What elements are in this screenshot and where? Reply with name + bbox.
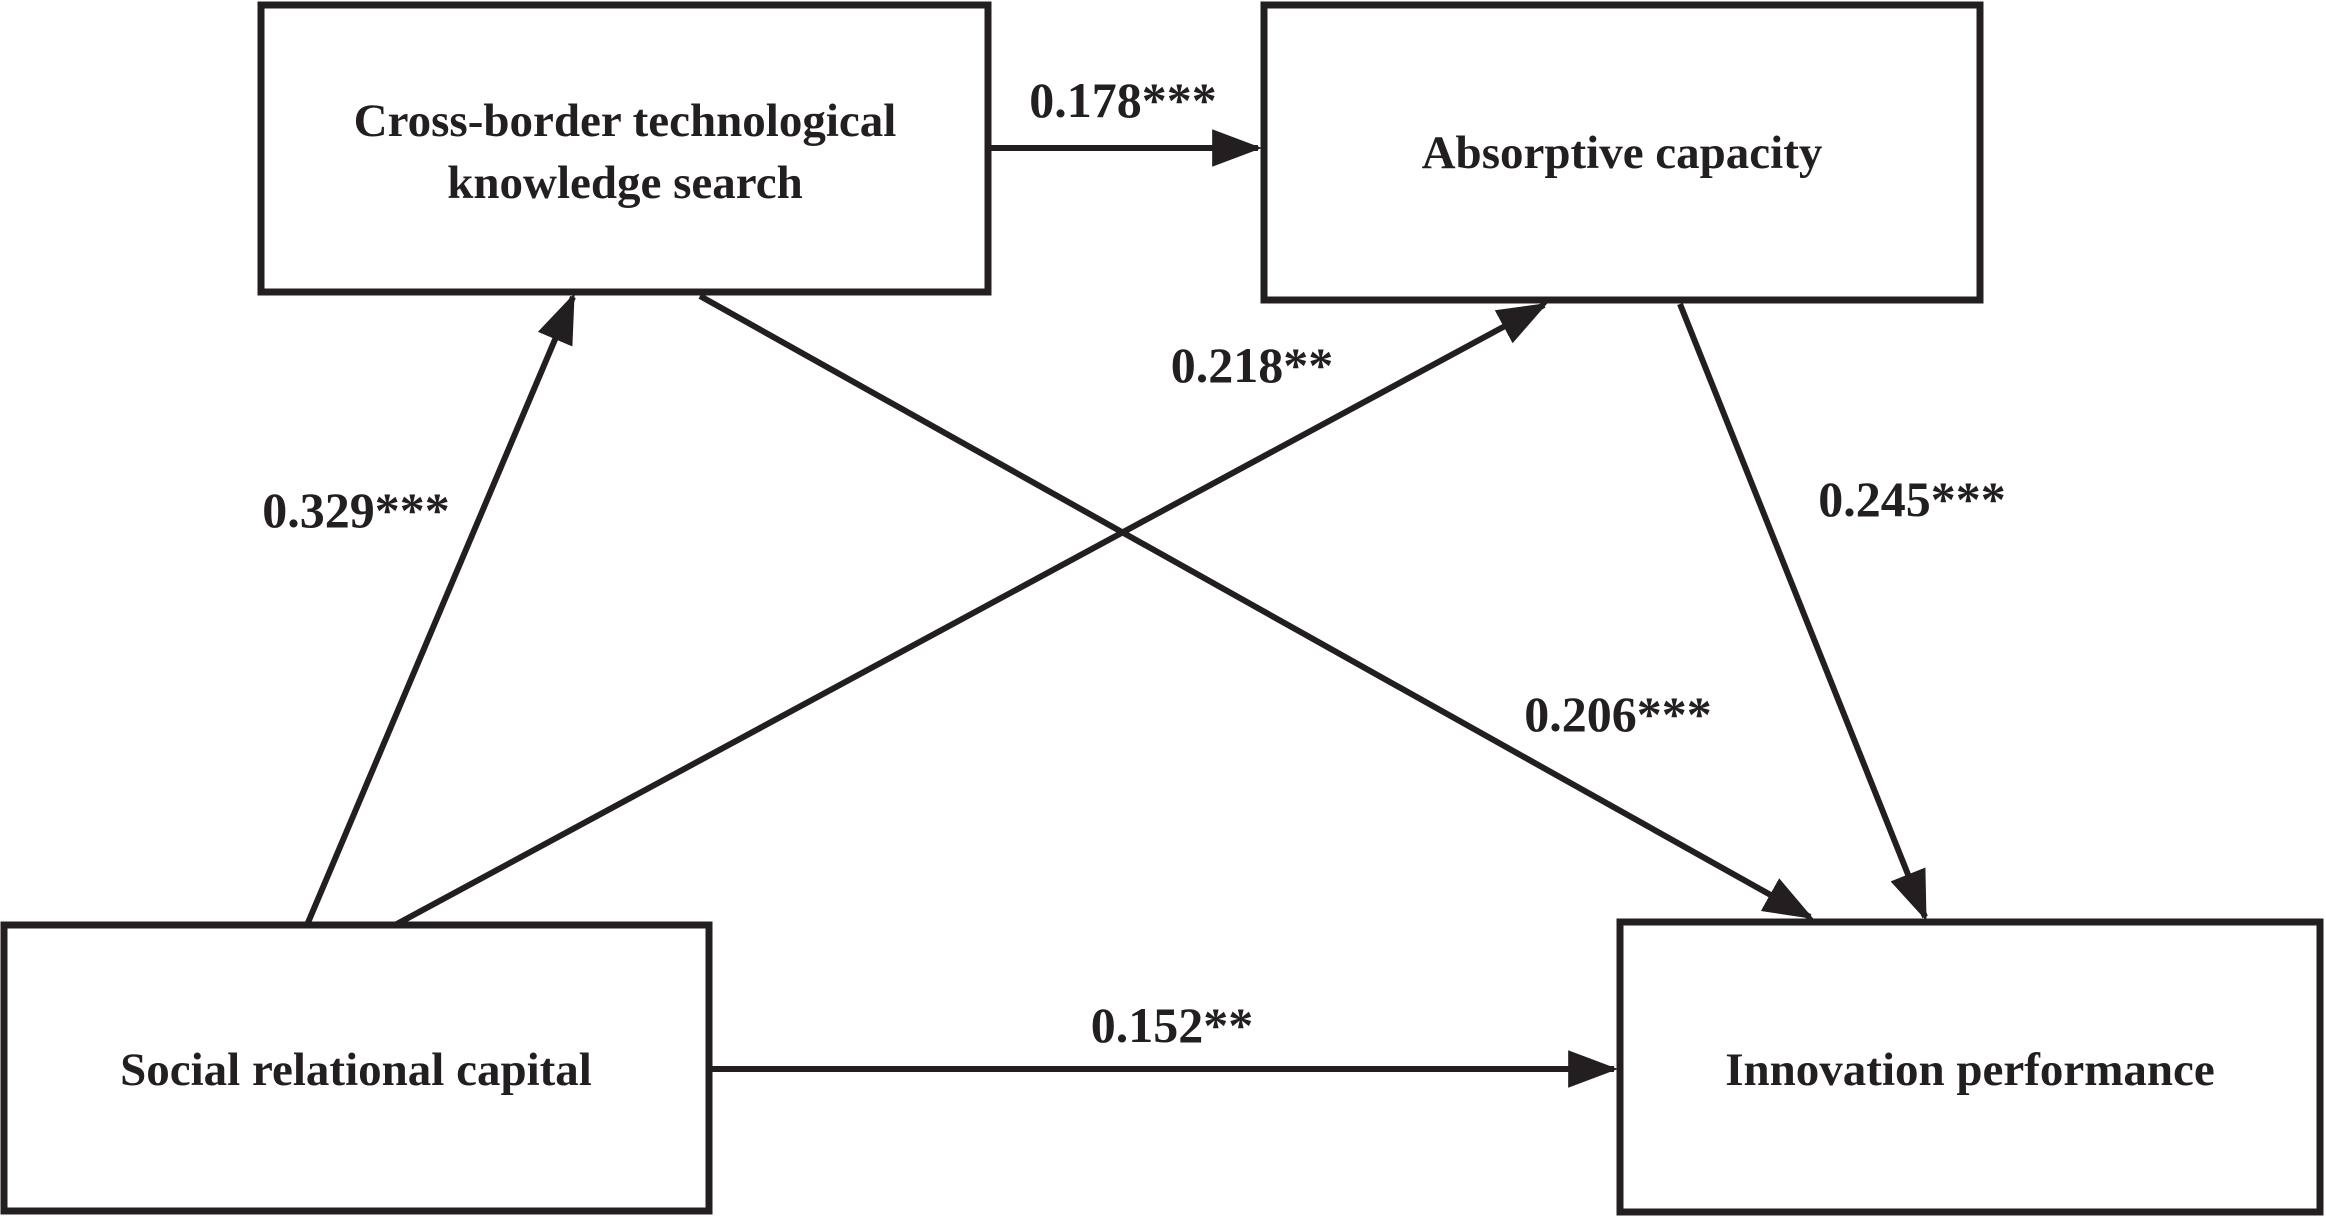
node-cross-border-knowledge-search-label-line2: knowledge search xyxy=(447,157,803,209)
node-social-relational-capital-box xyxy=(0,921,713,1215)
coef-label-src-ip: 0.152** xyxy=(1091,997,1254,1053)
node-cross-border-knowledge-search-box xyxy=(257,1,992,296)
edge-src-to-ctks-arrow xyxy=(304,293,576,927)
edge-ac-to-ip-arrow xyxy=(1677,302,1928,921)
coef-label-src-ac: 0.218** xyxy=(1171,337,1334,393)
node-innovation-performance-box xyxy=(1616,918,2324,1216)
edge-src-to-ac-arrow xyxy=(393,302,1548,928)
node-social-relational-capital-label: Social relational capital xyxy=(120,1044,592,1096)
edge-ctks-to-ip-arrow xyxy=(698,293,1814,920)
node-innovation-performance-label: Innovation performance xyxy=(1725,1044,2215,1096)
coef-label-src-ctks: 0.329*** xyxy=(262,482,450,538)
node-absorptive-capacity-box xyxy=(1260,1,1984,304)
node-cross-border-knowledge-search-label-line1: Cross-border technological xyxy=(354,95,897,147)
node-absorptive-capacity-label: Absorptive capacity xyxy=(1422,127,1823,179)
coef-label-ac-ip: 0.245*** xyxy=(1818,471,2006,527)
coef-label-ctks-ac: 0.178*** xyxy=(1029,72,1217,128)
coef-label-ctks-ip: 0.206*** xyxy=(1524,686,1712,742)
